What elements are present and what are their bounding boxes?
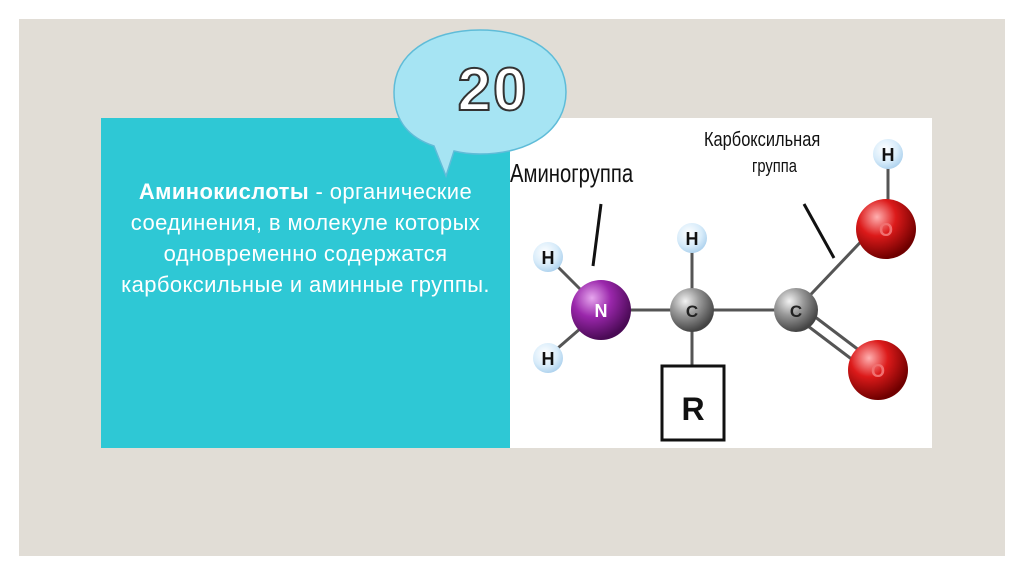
molecule-image-frame xyxy=(506,118,932,448)
h-atom-top-right: H xyxy=(873,139,903,169)
carboxyl-group-label-line2: группа xyxy=(752,156,798,176)
svg-text:H: H xyxy=(882,145,895,165)
nitrogen-atom: N xyxy=(571,280,631,340)
definition-body: - органические соединения, в молекуле ко… xyxy=(121,179,490,297)
svg-text:H: H xyxy=(542,248,555,268)
carbon-atom-alpha: C xyxy=(670,288,714,332)
svg-text:H: H xyxy=(542,349,555,369)
definition-text: Аминокислоты - органические соединения, … xyxy=(101,176,510,300)
carboxyl-callout-line xyxy=(802,203,836,259)
svg-text:O: O xyxy=(879,220,893,240)
definition-term: Аминокислоты xyxy=(138,179,310,204)
speech-bubble-icon xyxy=(393,29,567,179)
definition-panel xyxy=(101,118,510,448)
svg-text:N: N xyxy=(595,301,608,321)
amino-callout-line xyxy=(591,203,603,267)
h-atom-left-bottom: H xyxy=(533,343,563,373)
r-group-label: R xyxy=(681,391,704,427)
oxygen-atom-upper: O xyxy=(856,199,916,259)
svg-text:H: H xyxy=(686,229,699,249)
h-atom-left-top: H xyxy=(533,242,563,272)
carboxyl-group-label-line1: Карбоксильная xyxy=(704,129,821,151)
carbon-atom-carboxyl: C xyxy=(774,288,818,332)
svg-text:C: C xyxy=(790,302,802,321)
svg-text:C: C xyxy=(686,302,698,321)
amino-group-label: Аминогруппа xyxy=(510,158,634,188)
r-group-box xyxy=(660,364,726,442)
svg-text:O: O xyxy=(871,361,885,381)
oxygen-atom-lower: O xyxy=(848,340,908,400)
h-atom-alpha: H xyxy=(677,223,707,253)
amino-acid-structure: R H O H H N C C H O xyxy=(533,139,916,442)
slide-number-badge: 20 xyxy=(457,55,529,124)
